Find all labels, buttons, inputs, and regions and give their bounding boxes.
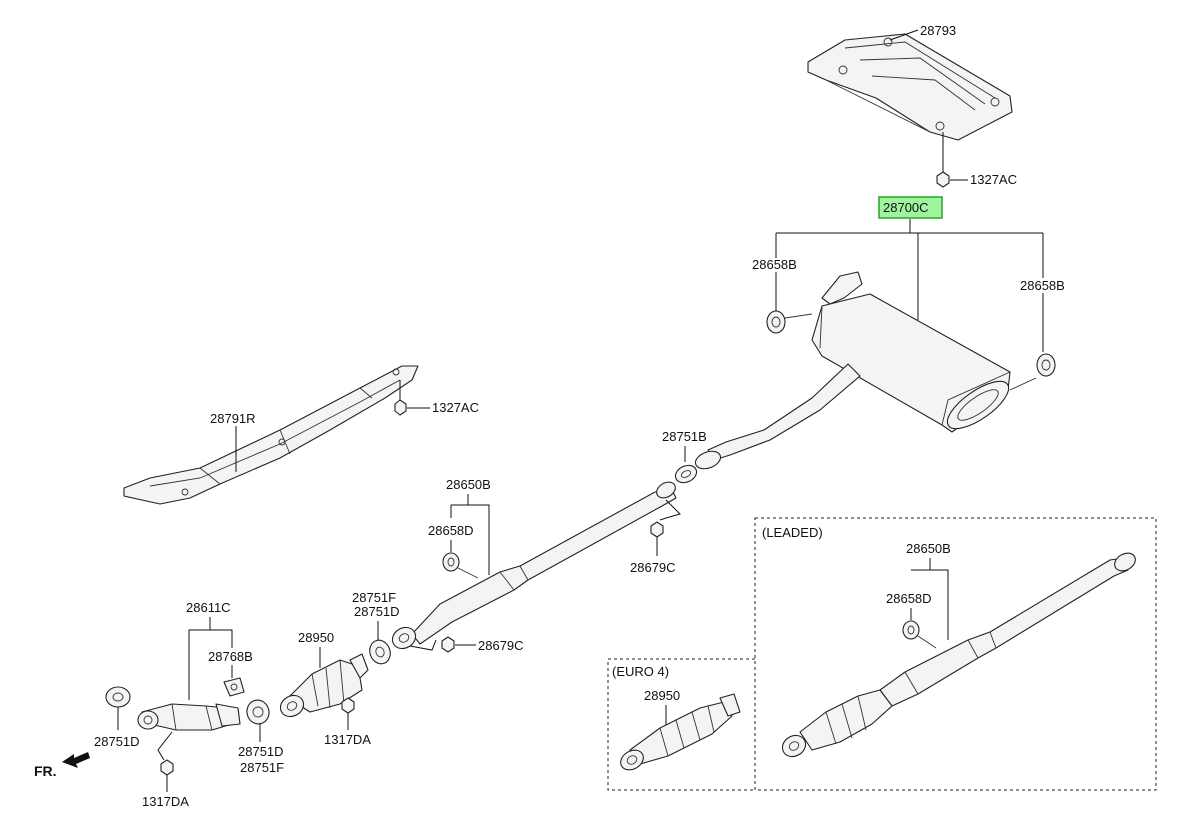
euro4-title: (EURO 4) [612, 664, 669, 679]
bracket-28768b[interactable] [223, 677, 245, 697]
leaded-center-pipe[interactable] [879, 550, 1139, 707]
label-28658b-right: 28658B [1020, 278, 1065, 293]
label-28791r: 28791R [210, 411, 256, 426]
label-28751f-top: 28751F [352, 590, 396, 605]
hanger-28658b-left[interactable] [766, 310, 813, 334]
label-28751f-bottom: 28751F [240, 760, 284, 775]
label-1327ac-mid: 1327AC [432, 400, 479, 415]
heat-protector-rear[interactable] [807, 33, 1013, 141]
leaded-catalytic-converter[interactable] [779, 689, 893, 761]
hanger-28658b-right[interactable] [1009, 353, 1056, 391]
center-pipe[interactable] [411, 479, 678, 645]
front-direction-label: FR. [34, 763, 57, 779]
euro4-catalytic-converter[interactable] [617, 693, 741, 774]
nut-28679c-lower[interactable] [441, 636, 455, 653]
flange-front-pipe[interactable] [389, 623, 420, 652]
nut-1327ac-top[interactable] [936, 171, 950, 188]
gasket-28751d-left[interactable] [105, 686, 131, 708]
label-28950: 28950 [298, 630, 334, 645]
euro4-box [607, 658, 755, 791]
label-28679c-lower: 28679C [478, 638, 524, 653]
leaded-label-28658d: 28658D [886, 591, 932, 606]
label-28751b: 28751B [662, 429, 707, 444]
label-28700c[interactable]: 28700C [883, 200, 929, 215]
leaded-box [754, 517, 1157, 791]
label-28700c-highlight[interactable] [878, 196, 943, 219]
heat-protector-front[interactable] [123, 365, 419, 505]
bolt-1317da-mid[interactable] [341, 697, 355, 714]
label-28751d-left: 28751D [94, 734, 140, 749]
gasket-28751d-28751f[interactable] [366, 637, 393, 666]
bolt-1317da-bottom[interactable] [160, 759, 174, 776]
muffler[interactable] [811, 271, 1016, 437]
gasket-28751b[interactable] [673, 462, 700, 486]
label-1317da-bottom: 1317DA [142, 794, 189, 809]
label-28768b: 28768B [208, 649, 253, 664]
label-1317da-mid: 1317DA [324, 732, 371, 747]
label-28793: 28793 [920, 23, 956, 38]
front-arrow-icon [62, 752, 90, 768]
label-28751d-top: 28751D [354, 604, 400, 619]
nut-1327ac-mid[interactable] [394, 399, 407, 416]
hanger-28658d[interactable] [442, 552, 479, 579]
label-28650b: 28650B [446, 477, 491, 492]
gasket-28751d-28751f-lower[interactable] [244, 698, 271, 727]
euro4-label-28950: 28950 [644, 688, 680, 703]
leaded-hanger-28658d[interactable] [902, 620, 937, 649]
front-pipe[interactable] [137, 703, 241, 731]
leaded-title: (LEADED) [762, 525, 823, 540]
label-28679c-upper: 28679C [630, 560, 676, 575]
label-1327ac-top: 1327AC [970, 172, 1017, 187]
label-28658b-left: 28658B [752, 257, 797, 272]
catalytic-converter[interactable] [277, 653, 369, 721]
tailpipe-center[interactable] [693, 363, 861, 472]
label-28751d-bottom: 28751D [238, 744, 284, 759]
label-28611c: 28611C [186, 600, 231, 615]
nut-28679c-upper[interactable] [650, 521, 664, 538]
label-28658d: 28658D [428, 523, 474, 538]
leaded-label-28650b: 28650B [906, 541, 951, 556]
